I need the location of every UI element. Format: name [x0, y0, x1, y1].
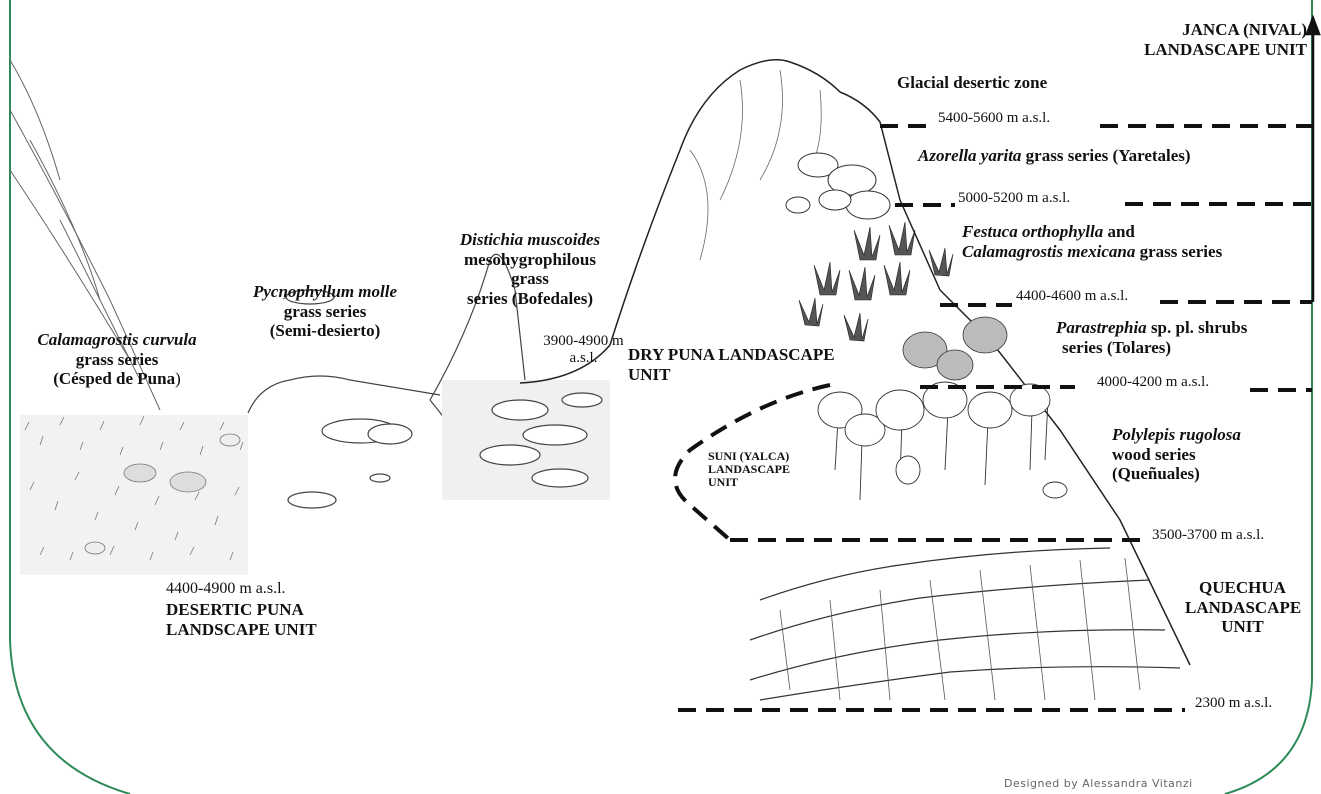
- polylepis-species: Polylepis rugolosa: [1112, 425, 1241, 444]
- distichia-label: Distichia muscoides mesohygrophilous gra…: [455, 230, 605, 308]
- pycnophyllum-series: grass series: [284, 302, 367, 321]
- calamagrostis-local: (Césped de Puna: [53, 369, 175, 388]
- altitude-2300: 2300 m a.s.l.: [1195, 695, 1272, 712]
- suni-unit-label: SUNI (YALCA) LANDASCAPE UNIT: [708, 450, 818, 490]
- dry-puna-unit-label: DRY PUNA LANDASCAPE UNIT: [628, 345, 838, 384]
- festuca-species: Festuca orthophylla: [962, 222, 1103, 241]
- parastrephia-species: Parastrephia: [1056, 318, 1147, 337]
- quechua-unit-label: QUECHUA LANDASCAPE UNIT: [1185, 578, 1300, 637]
- festuca-rest: grass series: [1135, 242, 1222, 261]
- parastrephia-rest: sp. pl. shrubs: [1147, 318, 1248, 337]
- parastrephia-label: Parastrephia sp. pl. shrubs series (Tola…: [1056, 318, 1247, 357]
- desertic-puna-unit-label: DESERTIC PUNA LANDSCAPE UNIT: [166, 600, 366, 639]
- polylepis-local: (Queñuales): [1112, 464, 1200, 483]
- calamagrostis-curvula-species: Calamagrostis curvula: [37, 330, 196, 349]
- green-frame: [10, 0, 1312, 794]
- azorella-species: Azorella yarita: [918, 146, 1021, 165]
- desertic-puna-grass: [20, 415, 248, 575]
- quenuales-trees: [818, 382, 1067, 500]
- parastrephia-series: series (Tolares): [1056, 338, 1171, 357]
- altitude-3900-line1: 3900-4900 m: [543, 333, 623, 349]
- glacial-zone-label: Glacial desertic zone: [897, 73, 1047, 93]
- calamagrostis-mexicana-species: Calamagrostis mexicana: [962, 242, 1135, 261]
- pycnophyllum-local: (Semi-desierto): [270, 321, 380, 340]
- quechua-terraces: [750, 548, 1180, 700]
- janca-unit-label: JANCA (NIVAL) LANDASCAPE UNIT: [1142, 20, 1307, 59]
- calamagrostis-curvula-label: Calamagrostis curvula grass series (Césp…: [12, 330, 222, 389]
- janca-arrow: [1307, 18, 1319, 302]
- pycnophyllum-species: Pycnophyllum molle: [253, 282, 397, 301]
- distichia-species: Distichia muscoides: [460, 230, 600, 249]
- altitude-5000: 5000-5200 m a.s.l.: [958, 190, 1070, 207]
- altitude-3500: 3500-3700 m a.s.l.: [1152, 527, 1264, 544]
- altitude-4400-4600: 4400-4600 m a.s.l.: [1016, 288, 1128, 305]
- altitude-3900-4900: 3900-4900 m a.s.l.: [536, 333, 631, 368]
- festuca-label: Festuca orthophylla and Calamagrostis me…: [962, 222, 1302, 261]
- tolares-shrubs: [903, 317, 1007, 380]
- calamagrostis-series: grass series: [76, 350, 159, 369]
- festuca-mid: and: [1103, 222, 1135, 241]
- polylepis-label: Polylepis rugolosa wood series (Queñuale…: [1112, 425, 1241, 484]
- azorella-label: Azorella yarita grass series (Yaretales): [918, 146, 1191, 166]
- calamagrostis-paren: ): [175, 369, 181, 388]
- polylepis-series: wood series: [1112, 445, 1196, 464]
- distichia-local: series (Bofedales): [467, 289, 593, 308]
- pycnophyllum-label: Pycnophyllum molle grass series (Semi-de…: [250, 282, 400, 341]
- yaretales-cushions: [786, 153, 890, 219]
- designer-credit: Designed by Alessandra Vitanzi: [1004, 777, 1193, 790]
- distichia-series: mesohygrophilous grass: [464, 250, 596, 289]
- altitude-5400: 5400-5600 m a.s.l.: [938, 110, 1050, 127]
- altitude-4400-4900: 4400-4900 m a.s.l.: [166, 580, 286, 598]
- festuca-tussocks: [799, 222, 953, 341]
- altitude-4000: 4000-4200 m a.s.l.: [1097, 374, 1209, 391]
- altitude-3900-line2: a.s.l.: [570, 350, 598, 366]
- azorella-rest: grass series (Yaretales): [1021, 146, 1190, 165]
